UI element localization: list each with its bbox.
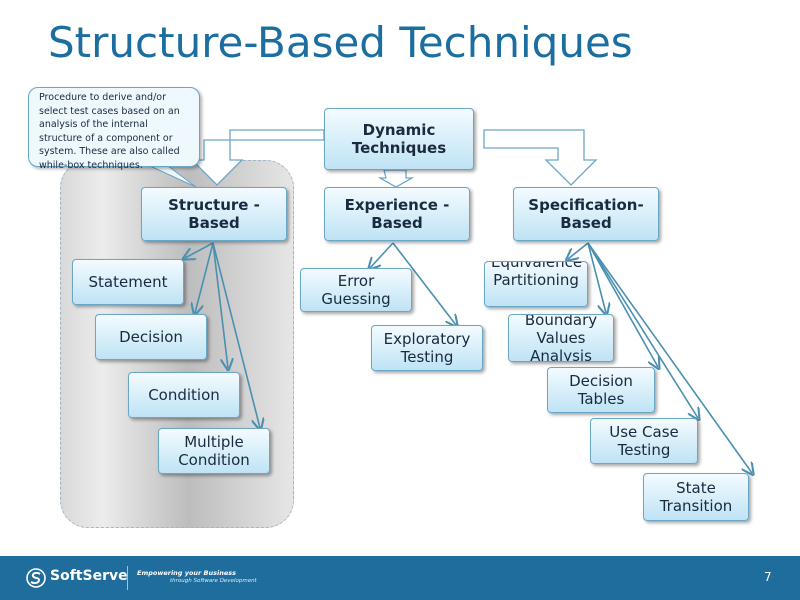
arrow-to-multiple-condition (212, 242, 260, 428)
node-decision-tables-label: Decision Tables (569, 372, 633, 408)
node-structure-based: Structure - Based (141, 187, 287, 241)
arrow-to-statement (185, 242, 214, 258)
node-state-transition: State Transition (643, 473, 749, 521)
node-decision-label: Decision (119, 328, 183, 346)
arrow-to-decision (195, 242, 214, 313)
arrow-to-boundary-values (587, 242, 606, 313)
page-number: 7 (764, 570, 772, 584)
node-boundary-values-analysis: Boundary Values Analysis (508, 314, 614, 362)
block-arrow-to-structure (190, 129, 325, 186)
brand-tagline-line-2: through Software Development (170, 578, 257, 584)
arrow-to-state-transition (587, 242, 752, 473)
node-specification-based: Specification- Based (513, 187, 659, 241)
node-specification-based-label: Specification- Based (528, 196, 644, 232)
node-use-case-testing-label: Use Case Testing (609, 423, 679, 459)
callout-pointer (149, 165, 197, 188)
node-decision-tables: Decision Tables (547, 367, 655, 413)
node-state-transition-label: State Transition (659, 479, 733, 515)
softserve-logo-icon (26, 568, 46, 588)
node-multiple-condition-label: Multiple Condition (178, 433, 250, 469)
footer-divider (127, 566, 128, 590)
node-exploratory-testing-label: Exploratory Testing (383, 330, 471, 366)
arrow-to-exploratory-testing (392, 242, 456, 325)
node-boundary-values-analysis-label: Boundary Values Analysis (524, 314, 598, 362)
arrow-to-equivalence-partitioning (568, 242, 589, 259)
arrow-to-condition (212, 242, 228, 368)
node-multiple-condition: Multiple Condition (158, 428, 270, 474)
node-condition: Condition (128, 372, 240, 418)
node-statement: Statement (72, 259, 184, 305)
connector-arrows (149, 129, 800, 560)
node-dynamic-techniques-label: Dynamic Techniques (351, 121, 447, 157)
brand-tagline-line-1: Empowering your Business (137, 569, 236, 577)
block-arrow-to-specification (483, 129, 598, 186)
node-error-guessing-label: Error Guessing (321, 272, 391, 308)
node-decision: Decision (95, 314, 207, 360)
arrow-to-decision-tables (587, 242, 658, 367)
node-statement-label: Statement (88, 273, 168, 291)
node-equivalence-partitioning: Equivalence Partitioning (484, 261, 588, 307)
slide-title: Structure-Based Techniques (48, 18, 633, 67)
definition-callout: Procedure to derive and/or select test c… (28, 87, 200, 171)
arrow-to-use-case-testing (587, 242, 698, 418)
block-arrow-to-experience (377, 169, 415, 188)
node-structure-based-label: Structure - Based (168, 196, 260, 232)
footer-bar: SoftServe Empowering your Business throu… (0, 556, 800, 600)
node-experience-based: Experience - Based (324, 187, 470, 241)
node-condition-label: Condition (148, 386, 220, 404)
node-exploratory-testing: Exploratory Testing (371, 325, 483, 371)
brand-name: SoftServe (50, 568, 128, 584)
arrow-to-error-guessing (370, 242, 394, 268)
node-dynamic-techniques: Dynamic Techniques (324, 108, 474, 170)
node-experience-based-label: Experience - Based (344, 196, 450, 232)
node-error-guessing: Error Guessing (300, 268, 412, 312)
node-use-case-testing: Use Case Testing (590, 418, 698, 464)
node-equivalence-partitioning-label: Equivalence Partitioning (491, 261, 583, 289)
